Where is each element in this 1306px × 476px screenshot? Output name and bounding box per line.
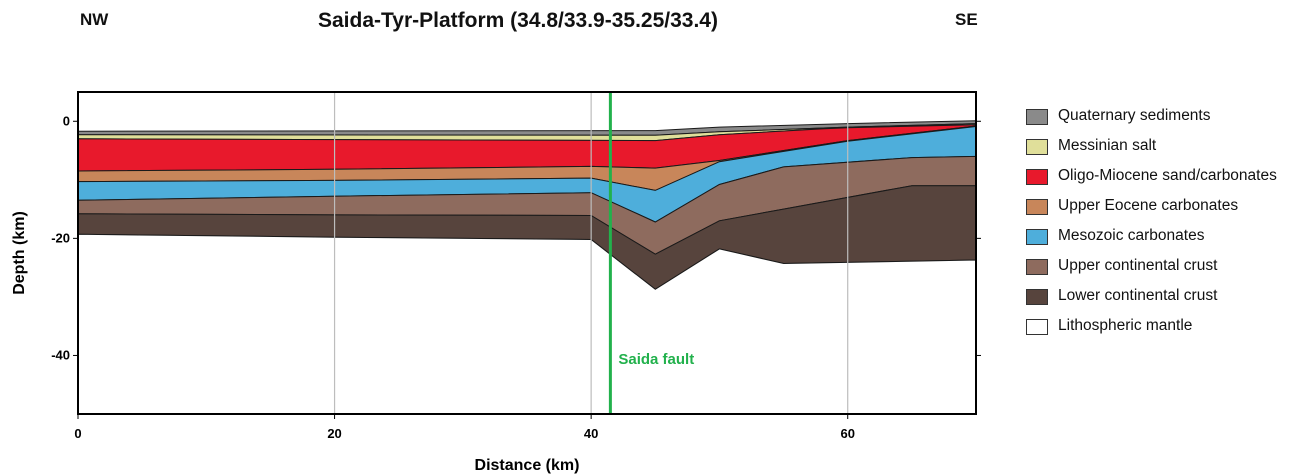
legend-label: Messinian salt [1058,137,1157,154]
legend-swatch [1026,169,1048,185]
legend-swatch [1026,289,1048,305]
plot-frame [77,91,977,415]
y-axis-label: Depth (km) [11,211,28,295]
y-tick-label: -40 [51,347,70,362]
cross-section-plot: Saida fault 0 20 40 60 0 -20 -40 Distance (km)… [11,91,981,474]
chart-title: Saida-Tyr-Platform (34.8/33.9-35.25/33.4… [318,9,718,32]
x-tick-label: 40 [584,426,598,441]
legend-label: Oligo-Miocene sand/carbonates [1058,167,1277,184]
nw-direction-label: NW [80,10,109,29]
y-tick-label: -20 [51,230,70,245]
saida-fault-label: Saida fault [618,351,694,368]
grid-group [333,92,849,414]
legend-swatch [1026,139,1048,155]
legend-label: Lithospheric mantle [1058,317,1193,334]
x-axis-label: Distance (km) [475,457,580,474]
y-tick-label: 0 [63,113,70,128]
legend-swatch [1026,259,1048,275]
layers-group [77,120,977,415]
legend-swatch [1026,229,1048,245]
x-tick-label: 20 [327,426,341,441]
legend-label: Mesozoic carbonates [1058,227,1205,244]
legend-label: Quaternary sediments [1058,107,1211,124]
legend-swatch [1026,109,1048,125]
legend-swatch [1026,319,1048,335]
se-direction-label: SE [955,10,978,29]
legend-label: Upper continental crust [1058,257,1218,274]
x-tick-label: 0 [74,426,81,441]
legend-label: Lower continental crust [1058,287,1218,304]
annotation-group: Saida fault [608,92,694,414]
x-tick-label: 60 [840,426,854,441]
legend-label: Upper Eocene carbonates [1058,197,1239,214]
ticks-group: 0 20 40 60 0 -20 -40 [51,113,981,441]
legend-swatch [1026,199,1048,215]
